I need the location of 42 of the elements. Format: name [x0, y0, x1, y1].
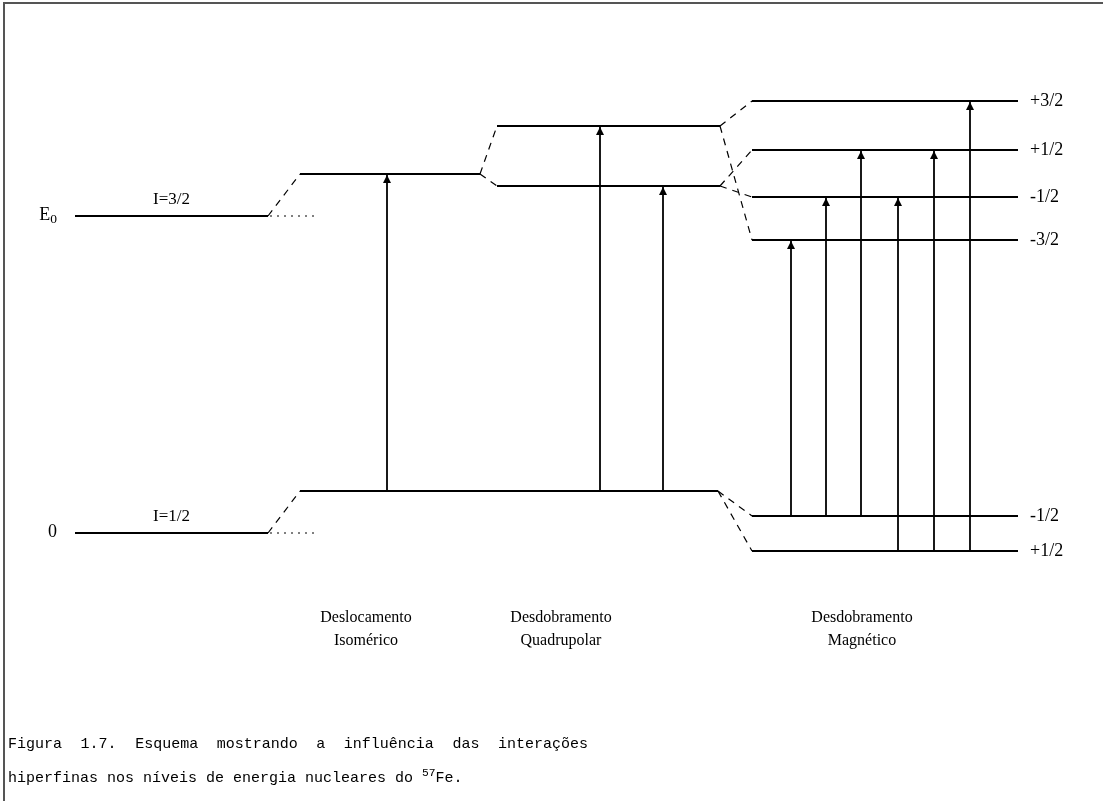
dashed-connector — [719, 149, 753, 187]
transition-arrow — [822, 197, 830, 518]
energy-level — [752, 148, 1018, 151]
transition-arrow — [894, 197, 902, 553]
section-label: Desdobramento Quadrupolar — [509, 607, 613, 651]
spin-state-label: +3/2 — [1030, 89, 1064, 112]
section-label: Desdobramento Magnético — [810, 607, 914, 651]
energy-level — [300, 489, 718, 492]
transition-arrow — [787, 240, 795, 518]
spin-state-label: -3/2 — [1030, 228, 1059, 251]
transition-arrow — [659, 186, 667, 493]
energy-level — [497, 124, 720, 127]
energy-level — [752, 195, 1018, 198]
dashed-connector — [719, 185, 753, 198]
section-label: Deslocamento Isomérico — [319, 607, 413, 650]
spin-state-label: +1/2 — [1030, 138, 1064, 161]
dashed-connector — [267, 490, 301, 534]
spin-state-label: -1/2 — [1030, 504, 1059, 527]
dashed-connector — [479, 173, 498, 187]
transition-arrow — [857, 150, 865, 518]
dashed-connector — [717, 490, 753, 552]
energy-level — [300, 172, 480, 175]
figure-caption: Figura 1.7. Esquema mostrando a influência das interações hiperfinas nos níveis de energia nucleares do $^{57}$Fe. — [8, 735, 588, 789]
energy-level — [497, 184, 720, 187]
dashed-connector — [719, 100, 753, 127]
transition-arrow — [383, 174, 391, 493]
energy-level — [752, 514, 1018, 517]
transition-arrow — [596, 126, 604, 493]
spin-label: I=1/2 — [153, 506, 190, 526]
energy-level — [752, 238, 1018, 241]
energy-label: E$_{0}$ — [39, 203, 57, 226]
transition-arrow — [930, 150, 938, 553]
spin-label: I=3/2 — [153, 189, 190, 209]
energy-level — [752, 99, 1018, 102]
dashed-connector — [719, 125, 753, 241]
spin-state-label: -1/2 — [1030, 185, 1059, 208]
transition-arrow — [966, 101, 974, 553]
energy-label: 0 — [48, 520, 57, 543]
dashed-connector — [267, 173, 301, 217]
spin-state-label: +1/2 — [1030, 539, 1064, 562]
energy-level — [752, 549, 1018, 552]
dashed-connector — [717, 490, 753, 517]
